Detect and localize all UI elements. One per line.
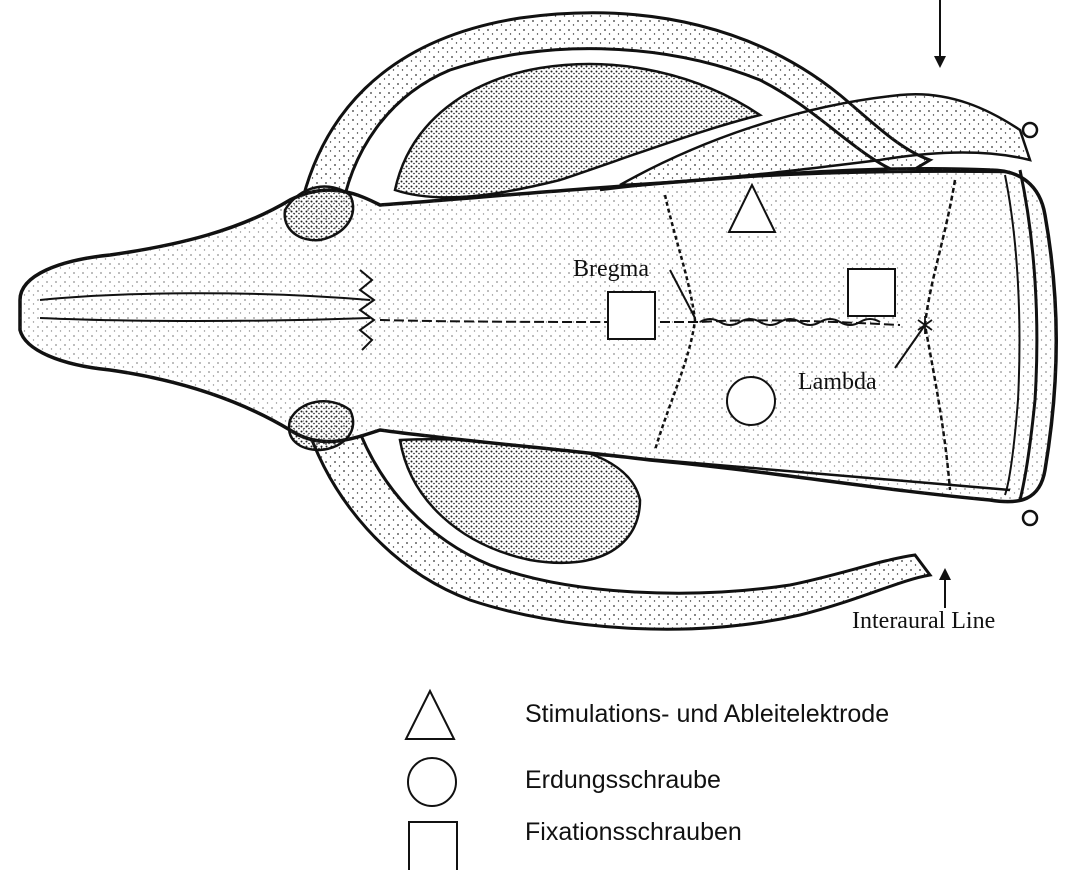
legend-label-square: Fixationsschrauben [525,818,742,847]
circle-icon [400,756,460,812]
ground-screw-circle-marker [727,377,775,425]
legend-item-square: Fixationsschrauben [400,818,1040,878]
legend-item-triangle: Stimulations- und Ableitelektrode [400,688,1040,748]
fixation-square-marker-right [848,269,895,316]
triangle-icon [400,688,460,744]
eye-socket-lower [289,401,353,450]
legend-label-triangle: Stimulations- und Ableitelektrode [525,700,889,729]
bregma-label: Bregma [573,256,649,283]
occipital-knob-top [1023,123,1037,137]
top-arrow-head [934,56,946,68]
interaural-arrow-head [939,568,951,580]
lambda-label: Lambda [798,369,877,396]
interaural-line-label: Interaural Line [852,608,995,635]
legend-label-circle: Erdungsschraube [525,766,721,795]
legend-item-circle: Erdungsschraube [400,756,1040,816]
square-icon [400,818,460,870]
fixation-square-marker-left [608,292,655,339]
occipital-knob-bottom [1023,511,1037,525]
